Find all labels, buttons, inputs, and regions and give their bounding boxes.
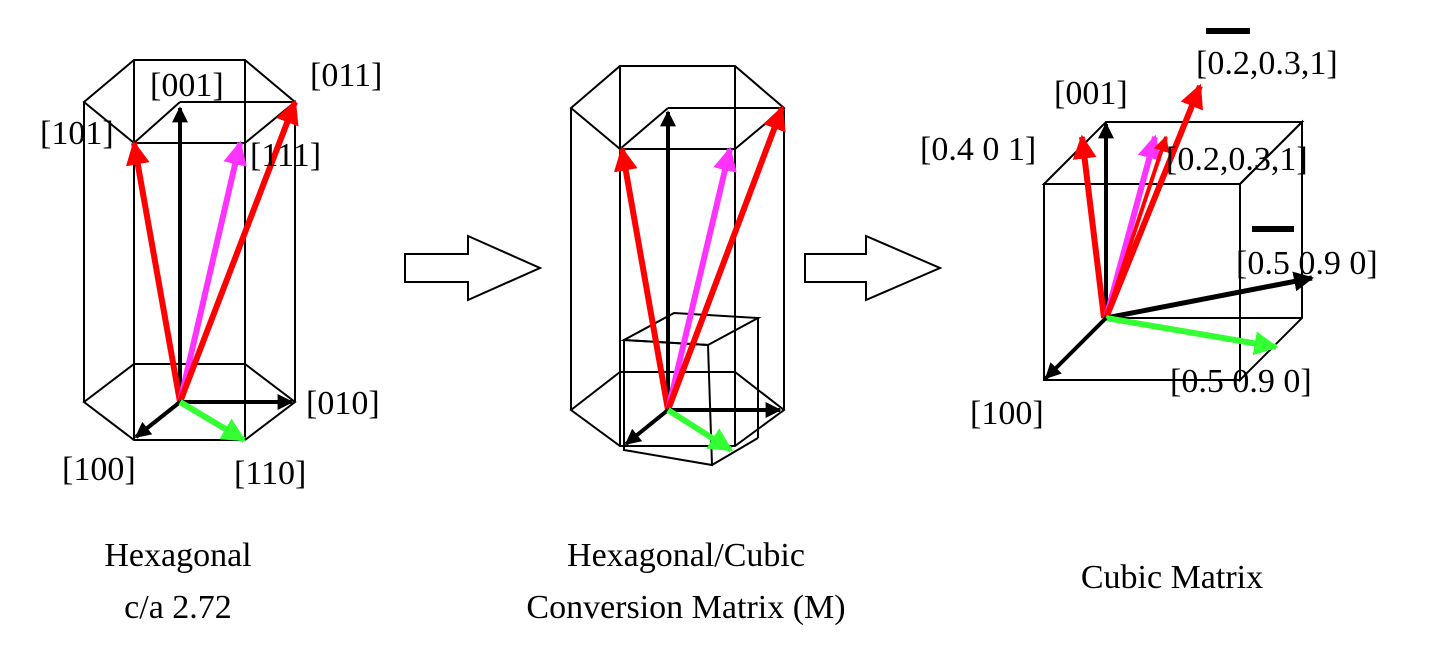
cubic-label-100: [100] (970, 395, 1044, 432)
cubic-label-mid: [0.2,0.3,1] (1166, 141, 1308, 178)
conversion-panel: Hexagonal/Cubic Conversion Matrix (M) (526, 65, 846, 626)
right-arrow-1 (404, 234, 543, 302)
caption-conversion-line2: Conversion Matrix (M) (526, 589, 845, 626)
cubic-label-black: [0.5 0.9 0] (1236, 245, 1378, 282)
cubic-vector-green-arrow (1105, 315, 1279, 356)
label-011: [011] (310, 57, 382, 94)
label-110: [110] (234, 455, 306, 492)
conv-vector-101-arrow (613, 146, 671, 411)
cubic-vector-black-arrow (1105, 271, 1314, 321)
vector-100-arrow (134, 400, 182, 439)
vector-110-arrow (178, 399, 247, 443)
conv-vector-110-arrow (666, 407, 734, 453)
caption-hexagonal-line1: Hexagonal (104, 537, 251, 574)
cubic-panel: [001] [0.2,0.3,1] [0.4 0 1] [0.2,0.3,1] … (920, 28, 1378, 596)
overbar-top (1206, 28, 1250, 34)
cubic-label-401: [0.4 0 1] (920, 131, 1036, 168)
label-010: [010] (306, 385, 380, 422)
vector-111-arrow (177, 140, 247, 403)
cubic-vector-401-arrow (1072, 134, 1107, 319)
vector-011-arrow (177, 99, 299, 404)
label-111: [111] (250, 137, 321, 174)
caption-conversion-line1: Hexagonal/Cubic (567, 537, 805, 574)
cubic-label-top: [0.2,0.3,1] (1196, 45, 1338, 82)
overbar-black (1252, 226, 1294, 232)
label-001: [001] (150, 67, 224, 104)
cubic-vector-100-arrow (1044, 316, 1108, 380)
cubic-label-001: [001] (1054, 75, 1128, 112)
cubic-label-green: [0.5 0.9 0] (1170, 363, 1312, 400)
caption-cubic: Cubic Matrix (1081, 559, 1263, 596)
cubic-vector-top-arrow (1103, 83, 1204, 320)
right-arrow-2 (804, 234, 943, 302)
caption-hexagonal-line2: c/a 2.72 (124, 589, 232, 626)
vector-101-arrow (125, 140, 183, 403)
label-101: [101] (40, 115, 114, 152)
conv-vector-100-arrow (624, 408, 670, 446)
hexagonal-panel: [001] [011] [101] [111] [010] [100] [110… (40, 57, 382, 626)
label-100: [100] (62, 451, 136, 488)
conv-vector-011-arrow (665, 105, 786, 412)
conv-vector-111-arrow (665, 146, 737, 411)
